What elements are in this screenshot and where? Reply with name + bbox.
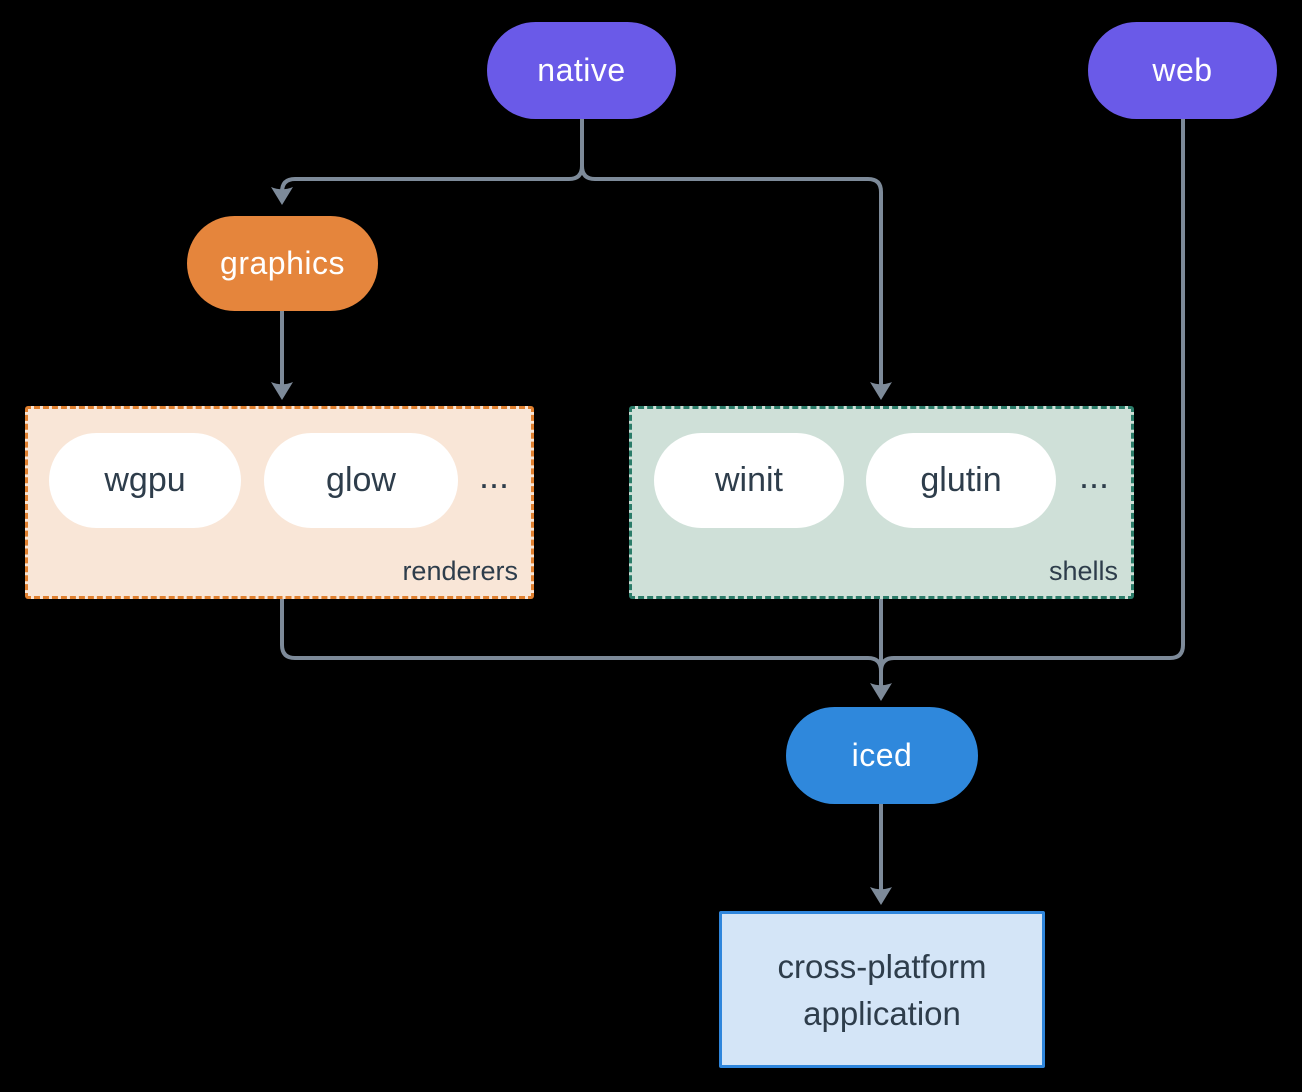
node-graphics: graphics [187,216,378,311]
node-cross-platform-application: cross-platform application [719,911,1045,1068]
node-iced: iced [786,707,978,804]
renderers-ellipsis: ... [478,455,509,496]
node-glutin-label: glutin [920,461,1002,499]
shells-group-label: shells [1048,556,1118,586]
arrowhead-icon [271,187,293,205]
node-iced-label: iced [851,737,913,773]
node-winit: winit [654,433,844,528]
node-web: web [1088,22,1277,119]
arrowhead-icon [870,382,892,400]
node-wgpu-label: wgpu [104,461,186,499]
arrowhead-icon [870,887,892,905]
group-shells: winit glutin ... shells [629,406,1134,599]
arrowhead-icon [271,382,293,400]
arrowhead-icon [870,683,892,701]
node-native: native [487,22,676,119]
node-glow-label: glow [326,461,396,499]
node-winit-label: winit [714,461,784,499]
edge-renderers-to-merge [280,598,883,672]
group-renderers: wgpu glow ... renderers [25,406,534,599]
edge-native-to-shells [580,119,883,387]
node-wgpu: wgpu [49,433,241,528]
edge-native-to-graphics [280,119,584,193]
node-native-label: native [537,52,626,88]
renderers-group-label: renderers [402,556,518,586]
node-glutin: glutin [866,433,1056,528]
node-web-label: web [1152,52,1213,88]
app-label-line1: cross-platform [777,947,987,985]
app-label-line2: application [803,994,961,1032]
node-graphics-label: graphics [220,245,345,281]
shells-ellipsis: ... [1078,455,1109,496]
node-glow: glow [264,433,458,528]
